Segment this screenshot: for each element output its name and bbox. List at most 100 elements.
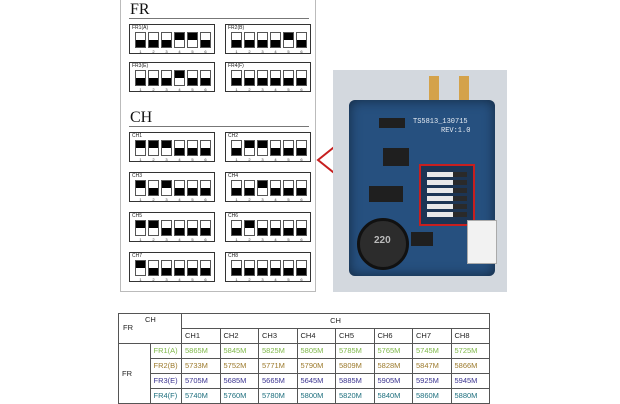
frequency-cell: 5825M [258,343,298,359]
switch-knob-down [284,228,293,235]
switch-knob-down [149,78,158,85]
frequency-cell: 5685M [219,373,259,389]
dip-row [427,172,467,177]
dip-row [427,204,467,209]
inductor-marking: 220 [374,235,391,246]
switch-knob-down [284,188,293,195]
switch-slot [148,180,159,196]
frequency-cell: 5725M [450,343,490,359]
column-header: CH1 [181,328,221,344]
switch-slot [283,220,294,236]
switch-number: 3 [261,237,264,242]
switch-slot [231,180,242,196]
frequency-cell: 5800M [296,388,336,404]
switch-slot [244,180,255,196]
switch-knob-down [297,40,306,47]
row-group-label: FR [118,343,151,404]
frequency-cell: 5705M [181,373,221,389]
switch-number: 6 [300,237,303,242]
switch-number: 2 [152,197,155,202]
switch-number: 6 [300,197,303,202]
switch-knob-down [297,188,306,195]
switch-knob-down [297,228,306,235]
switch-number: 1 [235,197,238,202]
frequency-cell: 5845M [219,343,259,359]
dip-row [427,180,467,185]
switch-slot [244,140,255,156]
switch-knob-down [232,228,241,235]
switch-slot [174,140,185,156]
switch-slot [244,260,255,276]
switch-number: 2 [152,157,155,162]
frequency-cell: 5880M [450,388,490,404]
switch-slot [270,32,281,48]
switch-number: 2 [152,237,155,242]
switch-knob-down [201,188,210,195]
switch-number: 5 [287,277,290,282]
switch-knob-down [232,148,241,155]
switch-slot [283,260,294,276]
switch-number: 4 [178,197,181,202]
antenna-pin-left [429,76,439,104]
switch-knob-up [175,33,184,40]
corner-ch-label: CH [145,315,156,324]
switch-number: 6 [204,49,207,54]
frequency-cell: 5790M [296,358,336,374]
row-label: FR3(E) [149,373,182,389]
switch-number: 4 [178,237,181,242]
switch-slot [161,140,172,156]
switch-knob-up [136,181,145,188]
switch-number: 6 [204,277,207,282]
switch-number: 4 [274,157,277,162]
switch-knob-down [201,268,210,275]
switch-number: 1 [139,49,142,54]
switch-knob-down [149,268,158,275]
switch-knob-down [245,78,254,85]
switch-knob-down [284,268,293,275]
row-label: FR4(F) [149,388,182,404]
switch-number: 3 [165,197,168,202]
switch-number: 5 [287,157,290,162]
frequency-cell: 5809M [335,358,375,374]
switch-knob-up [162,141,171,148]
frequency-cell: 5925M [412,373,452,389]
switch-slot [135,180,146,196]
switch-number: 3 [165,157,168,162]
frequency-cell: 5645M [296,373,336,389]
switch-slot [161,70,172,86]
frequency-cell: 5780M [258,388,298,404]
switch-slot [270,220,281,236]
switch-knob-down [232,40,241,47]
switch-number: 3 [165,87,168,92]
pcb-rev-text: REV:1.0 [441,127,471,135]
pcb-board: TS5813_130715 REV:1.0 220 [349,100,497,276]
switch-knob-up [175,71,184,78]
switch-slot [231,70,242,86]
switch-slot [296,180,307,196]
switch-slot [296,140,307,156]
switch-slot [257,180,268,196]
switch-number: 5 [191,277,194,282]
switch-knob-down [201,148,210,155]
switch-number: 3 [261,197,264,202]
switch-slot [296,260,307,276]
frequency-cell: 5752M [219,358,259,374]
switch-number: 6 [204,157,207,162]
switch-number: 2 [248,277,251,282]
switch-number: 5 [287,237,290,242]
dip-switch-label: CH2 [228,133,239,139]
switch-slot [148,32,159,48]
row-label: FR1(A) [149,343,182,359]
switch-slot [161,180,172,196]
switch-knob-down [201,228,210,235]
switch-knob-down [245,40,254,47]
switch-knob-down [149,40,158,47]
switch-number: 5 [191,157,194,162]
switch-knob-down [162,268,171,275]
